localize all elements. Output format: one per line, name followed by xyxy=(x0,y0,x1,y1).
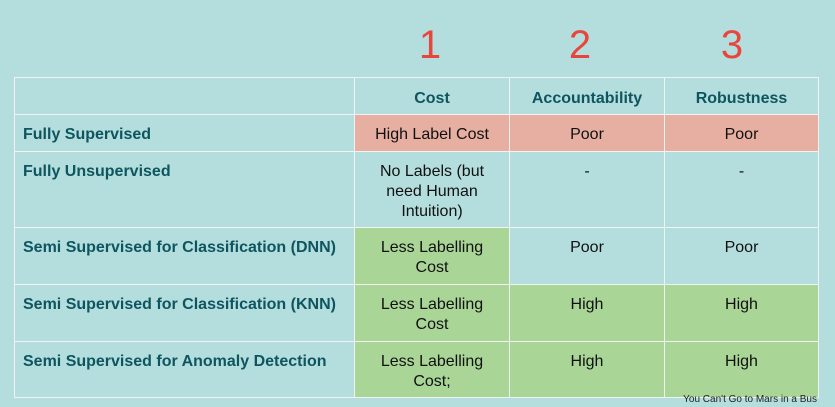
table-row: Semi Supervised for Classification (KNN)… xyxy=(14,284,819,342)
table-row: Semi Supervised for Anomaly Detection Le… xyxy=(14,341,819,398)
comparison-table: Cost Accountability Robustness Fully Sup… xyxy=(14,77,819,398)
row-label: Fully Unsupervised xyxy=(14,151,355,228)
header-robustness: Robustness xyxy=(664,77,819,115)
row-label: Semi Supervised for Classification (DNN) xyxy=(14,227,355,285)
cost-cell: High Label Cost xyxy=(354,114,510,152)
row-label: Fully Supervised xyxy=(14,114,355,152)
accountability-cell: - xyxy=(509,151,665,228)
cost-cell: Less Labelling Cost xyxy=(354,227,510,285)
cost-cell: Less Labelling Cost; xyxy=(354,341,510,398)
accountability-cell: Poor xyxy=(509,227,665,285)
column-number-accountability: 2 xyxy=(568,23,592,67)
accountability-cell: High xyxy=(509,284,665,342)
column-number-robustness: 3 xyxy=(720,23,744,67)
table-row: Semi Supervised for Classification (DNN)… xyxy=(14,227,819,285)
footer-caption: You Can't Go to Mars in a Bus xyxy=(683,394,817,405)
accountability-cell: Poor xyxy=(509,114,665,152)
robustness-cell: High xyxy=(664,284,819,342)
column-number-cost: 1 xyxy=(418,23,442,67)
cost-cell: Less Labelling Cost xyxy=(354,284,510,342)
robustness-cell: Poor xyxy=(664,114,819,152)
header-empty xyxy=(14,77,355,115)
header-cost: Cost xyxy=(354,77,510,115)
row-label: Semi Supervised for Classification (KNN) xyxy=(14,284,355,342)
table-row: Fully Supervised High Label Cost Poor Po… xyxy=(14,114,819,152)
row-label: Semi Supervised for Anomaly Detection xyxy=(14,341,355,398)
header-row: Cost Accountability Robustness xyxy=(14,77,819,115)
robustness-cell: High xyxy=(664,341,819,398)
cost-cell: No Labels (but need Human Intuition) xyxy=(354,151,510,228)
table-row: Fully Unsupervised No Labels (but need H… xyxy=(14,151,819,228)
robustness-cell: Poor xyxy=(664,227,819,285)
header-accountability: Accountability xyxy=(509,77,665,115)
accountability-cell: High xyxy=(509,341,665,398)
robustness-cell: - xyxy=(664,151,819,228)
